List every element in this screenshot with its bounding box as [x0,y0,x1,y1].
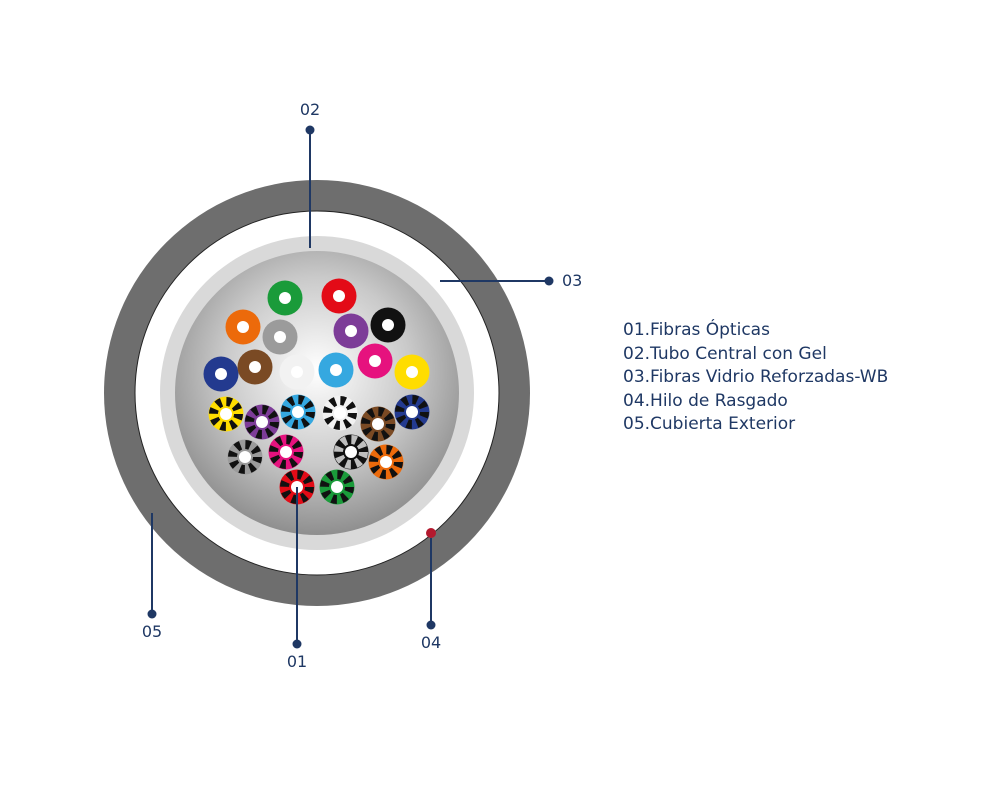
fiber-core [280,446,292,458]
fiber-stripes [320,470,354,504]
fiber-core [345,446,357,458]
fiber-stripes [269,435,303,469]
fiber-stripes [281,395,315,429]
fiber-core [331,481,343,493]
fiber-core [215,368,227,380]
callout-03: 03 [562,271,582,290]
fiber-stripes [323,396,357,430]
fiber-stripes [245,405,279,439]
legend-item-05: 05.Cubierta Exterior [623,414,796,434]
fiber-core [369,355,381,367]
fiber-core [292,406,304,418]
fiber-core [279,292,291,304]
legend-item-02: 02.Tubo Central con Gel [623,343,827,364]
fiber-core [220,408,232,420]
fiber-core [333,290,345,302]
callout-02: 02 [300,100,320,119]
fiber-core [256,416,268,428]
callout-04: 04 [421,633,441,652]
leader-dot-03 [544,276,554,286]
fiber-core [274,331,286,343]
legend: 01.Fibras Ópticas 02.Tubo Central con Ge… [623,319,888,437]
optical-fibers [203,278,430,505]
leader-dot-04 [426,620,436,630]
legend-item-01: 01.Fibras Ópticas [623,320,770,340]
ripcord [426,528,436,538]
fiber-core [345,325,357,337]
callout-05: 05 [142,622,162,641]
fiber-stripes [361,407,395,441]
fiber-stripes [209,397,243,431]
fiber-core [380,456,392,468]
fiber-core [291,366,303,378]
gel-filling [175,251,459,535]
fiber-core [330,364,342,376]
fiber-core [382,319,394,331]
fiber-core [406,406,418,418]
legend-item-03: 03.Fibras Vidrio Reforzadas-WB [623,367,889,387]
callout-01: 01 [287,652,307,671]
legend-item-04: 04.Hilo de Rasgado [623,390,788,411]
fiber-core [237,321,249,333]
fiber-core [239,451,251,463]
fiber-stripes [334,435,368,469]
fiber-core [372,418,384,430]
leader-lines [151,130,549,644]
fiber-stripes [395,395,429,429]
leader-dot-01 [292,639,302,649]
fiber-stripes [228,440,262,474]
leader-dots [147,125,554,649]
leader-dot-02 [305,125,315,135]
fiber-core [249,361,261,373]
fiber-stripes [280,470,314,504]
fiber-stripes [369,445,403,479]
fiber-core [406,366,418,378]
leader-dot-05 [147,609,157,619]
fiber-core [334,407,346,419]
